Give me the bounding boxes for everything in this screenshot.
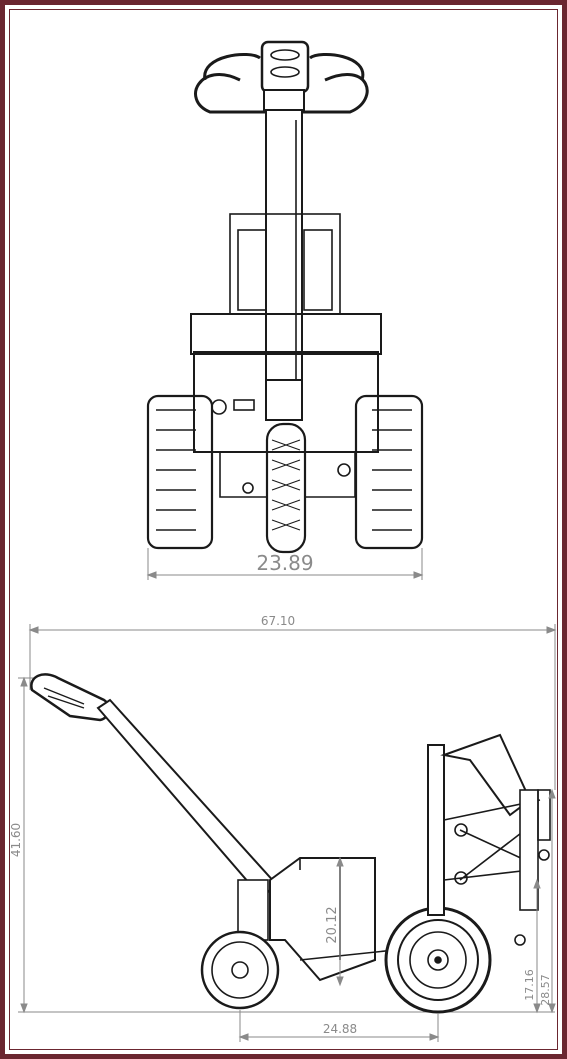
front-battery-meter <box>233 399 255 411</box>
front-main-body <box>190 313 382 355</box>
hitch-height-dimension <box>548 788 556 1014</box>
height-dimension <box>18 676 555 1014</box>
body-height-label: 20.12 <box>325 906 340 943</box>
front-key-switch <box>211 399 227 415</box>
hitch-height-label: 28.57 <box>539 974 552 1006</box>
front-caster-wheel <box>265 422 307 554</box>
wheelbase-label: 24.88 <box>323 1022 357 1036</box>
side-handle-grip <box>30 673 111 722</box>
drawing-border <box>9 9 558 1050</box>
side-main-body <box>269 857 376 982</box>
length-dimension <box>28 624 557 790</box>
side-hitch-frame <box>440 733 532 817</box>
front-right-wheel <box>354 394 424 550</box>
side-view <box>30 673 551 1014</box>
height-label: 41.60 <box>9 823 23 857</box>
axle-height-dimension <box>533 878 541 1014</box>
front-width-label: 23.89 <box>256 551 313 575</box>
front-handle-loop <box>194 73 369 114</box>
body-height-dimension <box>336 856 344 987</box>
wheelbase-dimension <box>238 1010 440 1042</box>
side-mast <box>427 744 445 916</box>
front-left-wheel <box>146 394 214 550</box>
side-tiller-arm <box>96 698 278 900</box>
axle-height-label: 17.16 <box>523 969 536 1001</box>
side-caster-wheel <box>200 930 280 1010</box>
front-width-dimension <box>146 548 424 580</box>
front-view <box>146 40 424 554</box>
length-label: 67.10 <box>261 614 295 628</box>
